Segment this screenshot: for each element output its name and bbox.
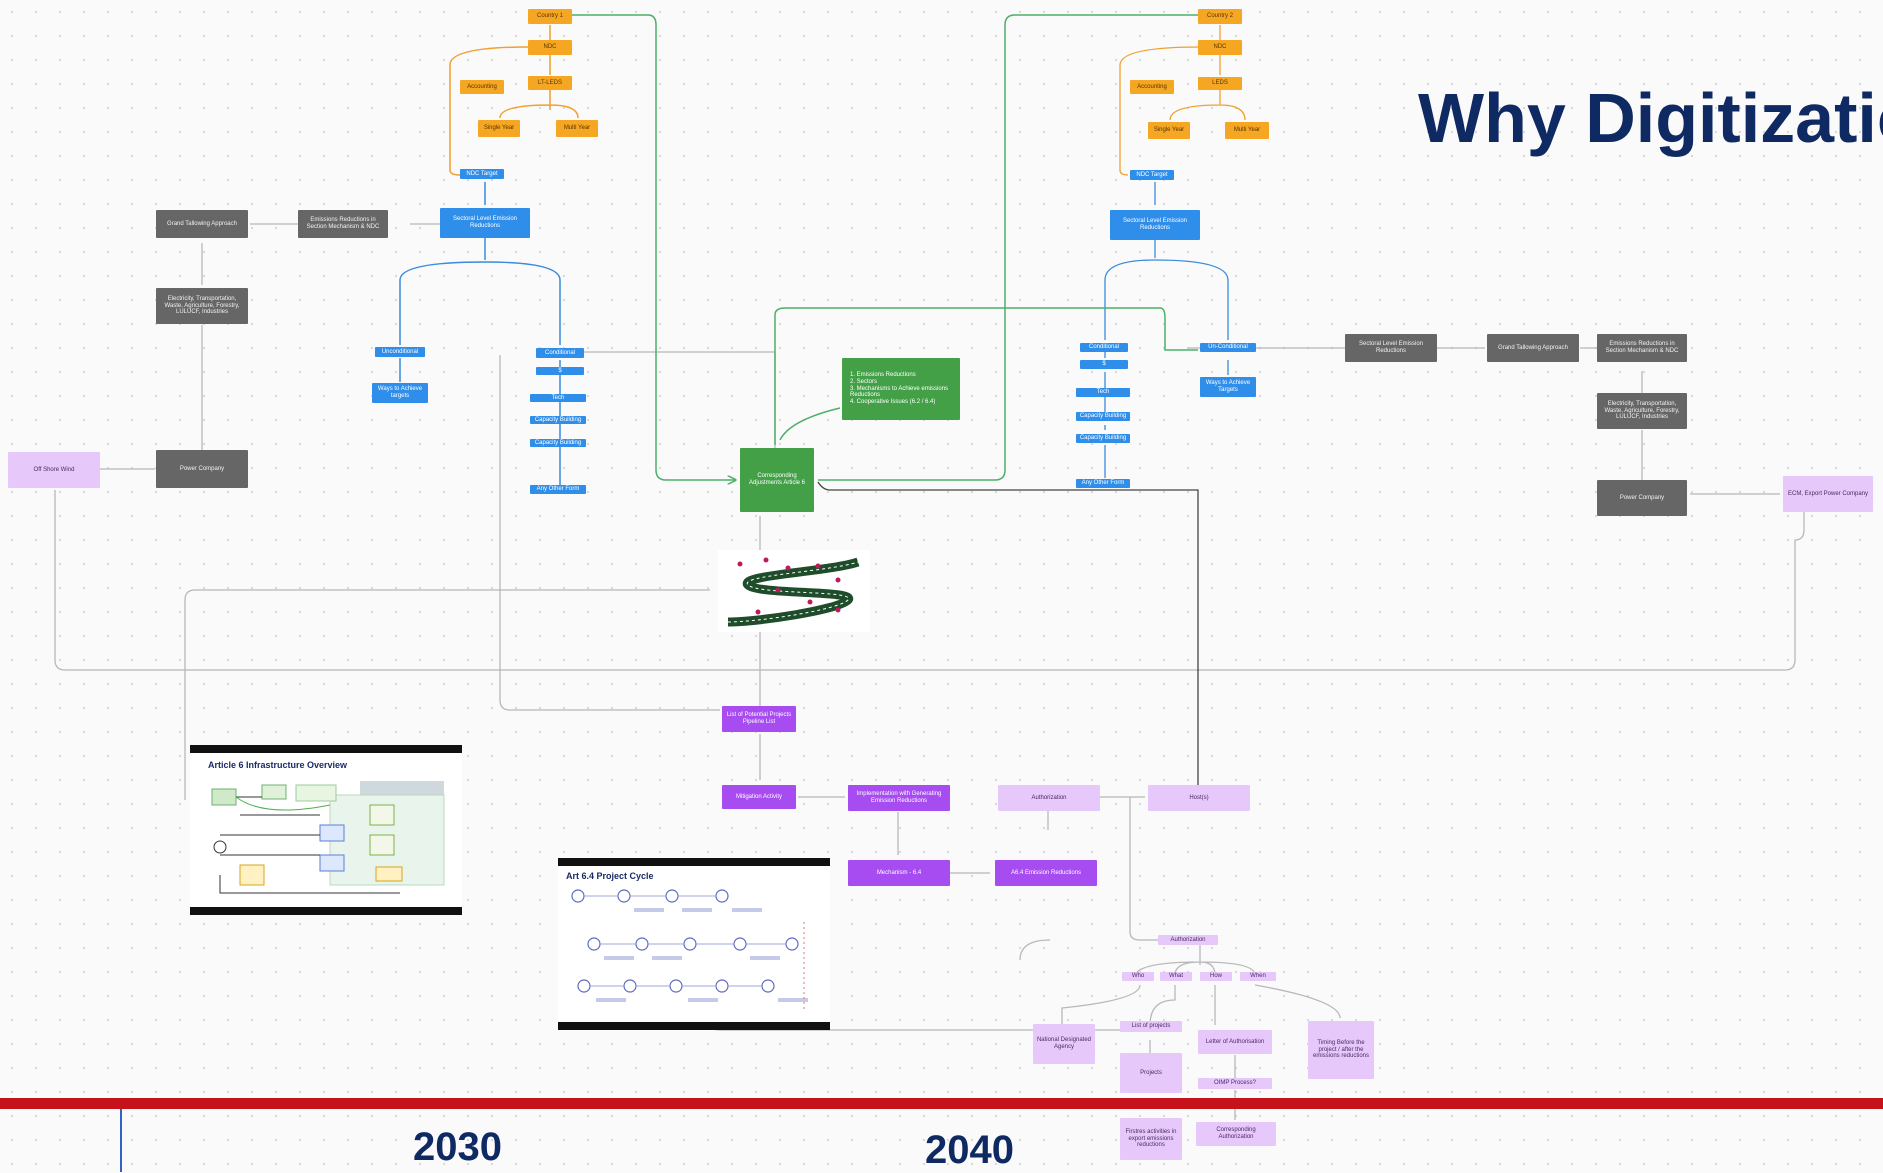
mitigation-activity-node[interactable]: Mitigation Activity [722, 785, 796, 809]
implementation-node[interactable]: Implementation with Generating Emission … [848, 785, 950, 811]
leds-2-node[interactable]: LEDS [1198, 77, 1242, 90]
auth-who-node[interactable]: Who [1122, 972, 1154, 981]
ways-to-achieve-2-node[interactable]: Ways to Achieve Targets [1200, 377, 1256, 397]
thumbnail-title: Article 6 Infrastructure Overview [208, 760, 348, 770]
ndc-2-node[interactable]: NDC [1198, 40, 1242, 55]
first-issuance-node[interactable]: Firstres activities in export emissions … [1120, 1118, 1182, 1160]
conditional-1-capacity2-node[interactable]: Capacity Building [530, 439, 586, 447]
timeline-red-bar [0, 1098, 1883, 1109]
ndc-1-node[interactable]: NDC [528, 40, 572, 55]
accounting-1-node[interactable]: Accounting [460, 80, 504, 94]
projects-node[interactable]: Projects [1120, 1053, 1182, 1093]
green-summary-list-node[interactable]: 1. Emissions Reductions 2. Sectors 3. Me… [842, 358, 960, 420]
corresponding-authorization-node[interactable]: Corresponding Authorization [1196, 1122, 1276, 1146]
thumbnail-bottom-band [558, 1022, 830, 1030]
timeline-blue-marker [120, 1109, 122, 1172]
emission-section-1-node[interactable]: Emissions Reductions in Section Mechanis… [298, 210, 388, 238]
auth-how-node[interactable]: How [1200, 972, 1232, 981]
conditional-1-node[interactable]: Conditional [536, 348, 584, 358]
multi-year-2-node[interactable]: Multi Year [1225, 122, 1269, 139]
emission-section-2-node[interactable]: Emissions Reductions in Section Mechanis… [1597, 334, 1687, 362]
lt-leds-1-node[interactable]: LT-LEDS [528, 76, 572, 90]
sectoral-emission-1-node[interactable]: Sectoral Level Emission Reductions [440, 208, 530, 238]
power-company-2-node[interactable]: Power Company [1597, 480, 1687, 516]
unconditional-2-node[interactable]: Un-Conditional [1200, 343, 1256, 352]
letter-of-authorisation-node[interactable]: Letter of Authorisation [1198, 1030, 1272, 1054]
national-agency-node[interactable]: National Designated Agency [1033, 1024, 1095, 1064]
conditional-1-tech-node[interactable]: Tech [530, 394, 586, 402]
infrastructure-diagram-mini [211, 781, 445, 894]
thumbnail-top-band [190, 745, 462, 753]
year-2040-label: 2040 [925, 1128, 1014, 1172]
mechanism-64-node[interactable]: Mechanism - 6.4 [848, 860, 950, 886]
single-year-1-node[interactable]: Single Year [478, 120, 520, 137]
auth-what-node[interactable]: What [1160, 972, 1192, 981]
year-2030-label: 2030 [413, 1125, 502, 1169]
timing-node[interactable]: Timing Before the project / after the em… [1308, 1021, 1374, 1079]
authorization-hub-node[interactable]: Authorization [1158, 935, 1218, 945]
offshore-wind-node[interactable]: Off Shore Wind [8, 452, 100, 488]
roadmap-road-image [718, 550, 870, 632]
a64-reductions-node[interactable]: A6.4 Emission Reductions [995, 860, 1097, 886]
project-cycle-diagram-mini [571, 889, 808, 1012]
sectoral-emission-2-node[interactable]: Sectoral Level Emission Reductions [1110, 210, 1200, 240]
ecm-power-company-node[interactable]: ECM, Export Power Company [1783, 476, 1873, 512]
conditional-1-money-node[interactable]: $ [536, 367, 584, 375]
conditional-2-node[interactable]: Conditional [1080, 343, 1128, 352]
oimp-process-node[interactable]: OIMP Process? [1198, 1078, 1272, 1089]
sectoral-emission-3-node[interactable]: Sectoral Level Emission Reductions [1345, 334, 1437, 362]
country-1-node[interactable]: Country 1 [528, 9, 572, 24]
multi-year-1-node[interactable]: Multi Year [556, 120, 598, 137]
accounting-2-node[interactable]: Accounting [1130, 80, 1174, 94]
grand-approach-1-node[interactable]: Grand Tallowing Approach [156, 210, 248, 238]
sectors-list-2-node[interactable]: Electricity, Transportation, Waste, Agri… [1597, 393, 1687, 429]
conditional-2-tech-node[interactable]: Tech [1076, 388, 1130, 397]
auth-when-node[interactable]: When [1240, 972, 1276, 981]
thumbnail-title: Art 6.4 Project Cycle [566, 871, 654, 881]
list-of-projects-node[interactable]: List of projects [1120, 1021, 1182, 1032]
conditional-1-other-node[interactable]: Any Other Form [530, 485, 586, 494]
conditional-2-money-node[interactable]: $ [1080, 360, 1128, 369]
slide-title: Why Digitizatio [1418, 79, 1883, 157]
conditional-2-capacity2-node[interactable]: Capacity Building [1076, 434, 1130, 443]
corresponding-adjustments-node[interactable]: Corresponding Adjustments Article 6 [740, 448, 814, 512]
ndc-target-1-node[interactable]: NDC Target [460, 169, 504, 179]
conditional-2-capacity-node[interactable]: Capacity Building [1076, 412, 1130, 421]
sectors-list-1-node[interactable]: Electricity, Transportation, Waste, Agri… [156, 288, 248, 324]
host-country-list-node[interactable]: List of Potential Projects Pipeline List [722, 706, 796, 732]
grand-approach-2-node[interactable]: Grand Tallowing Approach [1487, 334, 1579, 362]
hosts-node[interactable]: Host(s) [1148, 785, 1250, 811]
thumbnail-top-band [558, 858, 830, 866]
conditional-2-other-node[interactable]: Any Other Form [1076, 479, 1130, 488]
authorization-node[interactable]: Authorization [998, 785, 1100, 811]
thumbnail-bottom-band [190, 907, 462, 915]
single-year-2-node[interactable]: Single Year [1148, 122, 1190, 139]
ways-to-achieve-1-node[interactable]: Ways to Achieve targets [372, 383, 428, 403]
country-2-node[interactable]: Country 2 [1198, 9, 1242, 24]
ndc-target-2-node[interactable]: NDC Target [1130, 170, 1174, 180]
project-cycle-thumbnail[interactable]: Art 6.4 Project Cycle [558, 858, 830, 1030]
article6-overview-thumbnail[interactable]: Article 6 Infrastructure Overview [190, 745, 462, 915]
power-company-1-node[interactable]: Power Company [156, 450, 248, 488]
conditional-1-capacity-node[interactable]: Capacity Building [530, 416, 586, 424]
unconditional-1-node[interactable]: Unconditional [375, 347, 425, 357]
